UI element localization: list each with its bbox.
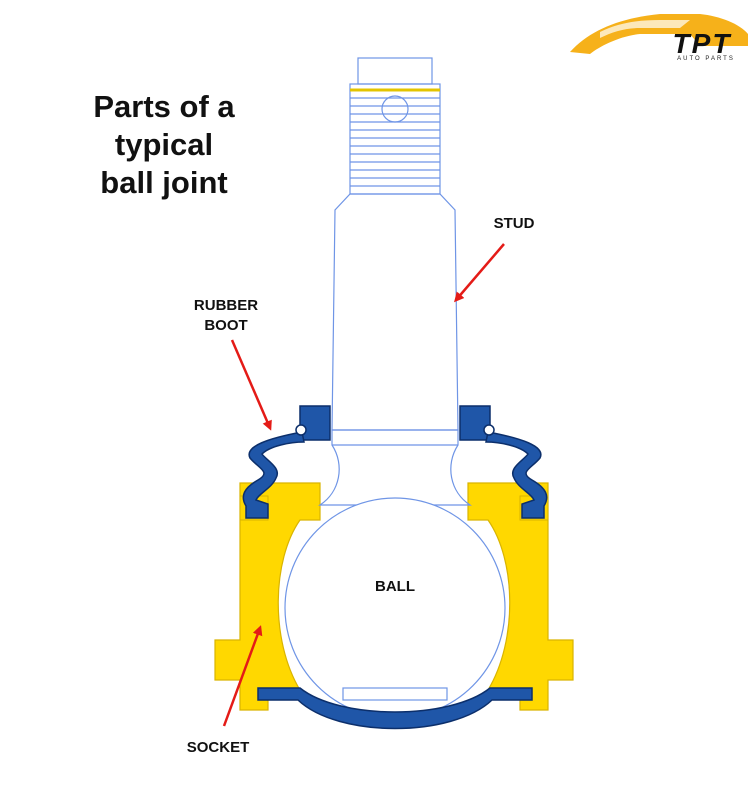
- rubber-boot-right-clip: [483, 424, 495, 436]
- stud-neck: [317, 429, 473, 506]
- stud-taper: [331, 193, 459, 431]
- label-rubber-boot: RUBBER BOOT: [193, 297, 259, 334]
- label-stud: STUD: [493, 215, 535, 232]
- tpt-logo-subtext: AUTO PARTS: [677, 56, 735, 62]
- ball-bottom-flat: [342, 687, 448, 701]
- rubber-boot-right-collar: [459, 405, 491, 441]
- label-ball: BALL: [375, 578, 415, 595]
- rubber-boot-right-bellows: [485, 431, 548, 519]
- stud-threads: [350, 97, 440, 187]
- rubber-boot-arrow: [230, 339, 272, 431]
- diagram-title: Parts of a typical ball joint: [93, 89, 235, 200]
- rubber-boot-left-bellows: [242, 431, 305, 519]
- ball: [284, 497, 506, 719]
- socket-arrow: [222, 625, 263, 727]
- stud-tip: [357, 57, 433, 85]
- tpt-logo-car-icon: [570, 14, 748, 54]
- lower-bearing-cup: [257, 687, 533, 730]
- socket-left-half: [214, 482, 321, 711]
- stud-arrow: [454, 243, 505, 303]
- rubber-boot: [242, 405, 548, 519]
- label-socket: SOCKET: [186, 739, 250, 756]
- rubber-boot-left-clip: [295, 424, 307, 436]
- stud-cotter-hole: [381, 95, 409, 123]
- ball-sphere: [284, 497, 506, 719]
- rubber-boot-left-collar: [299, 405, 331, 441]
- tpt-logo-text: TPT: [672, 28, 732, 59]
- stud: [317, 57, 473, 506]
- socket-right-half: [467, 482, 574, 711]
